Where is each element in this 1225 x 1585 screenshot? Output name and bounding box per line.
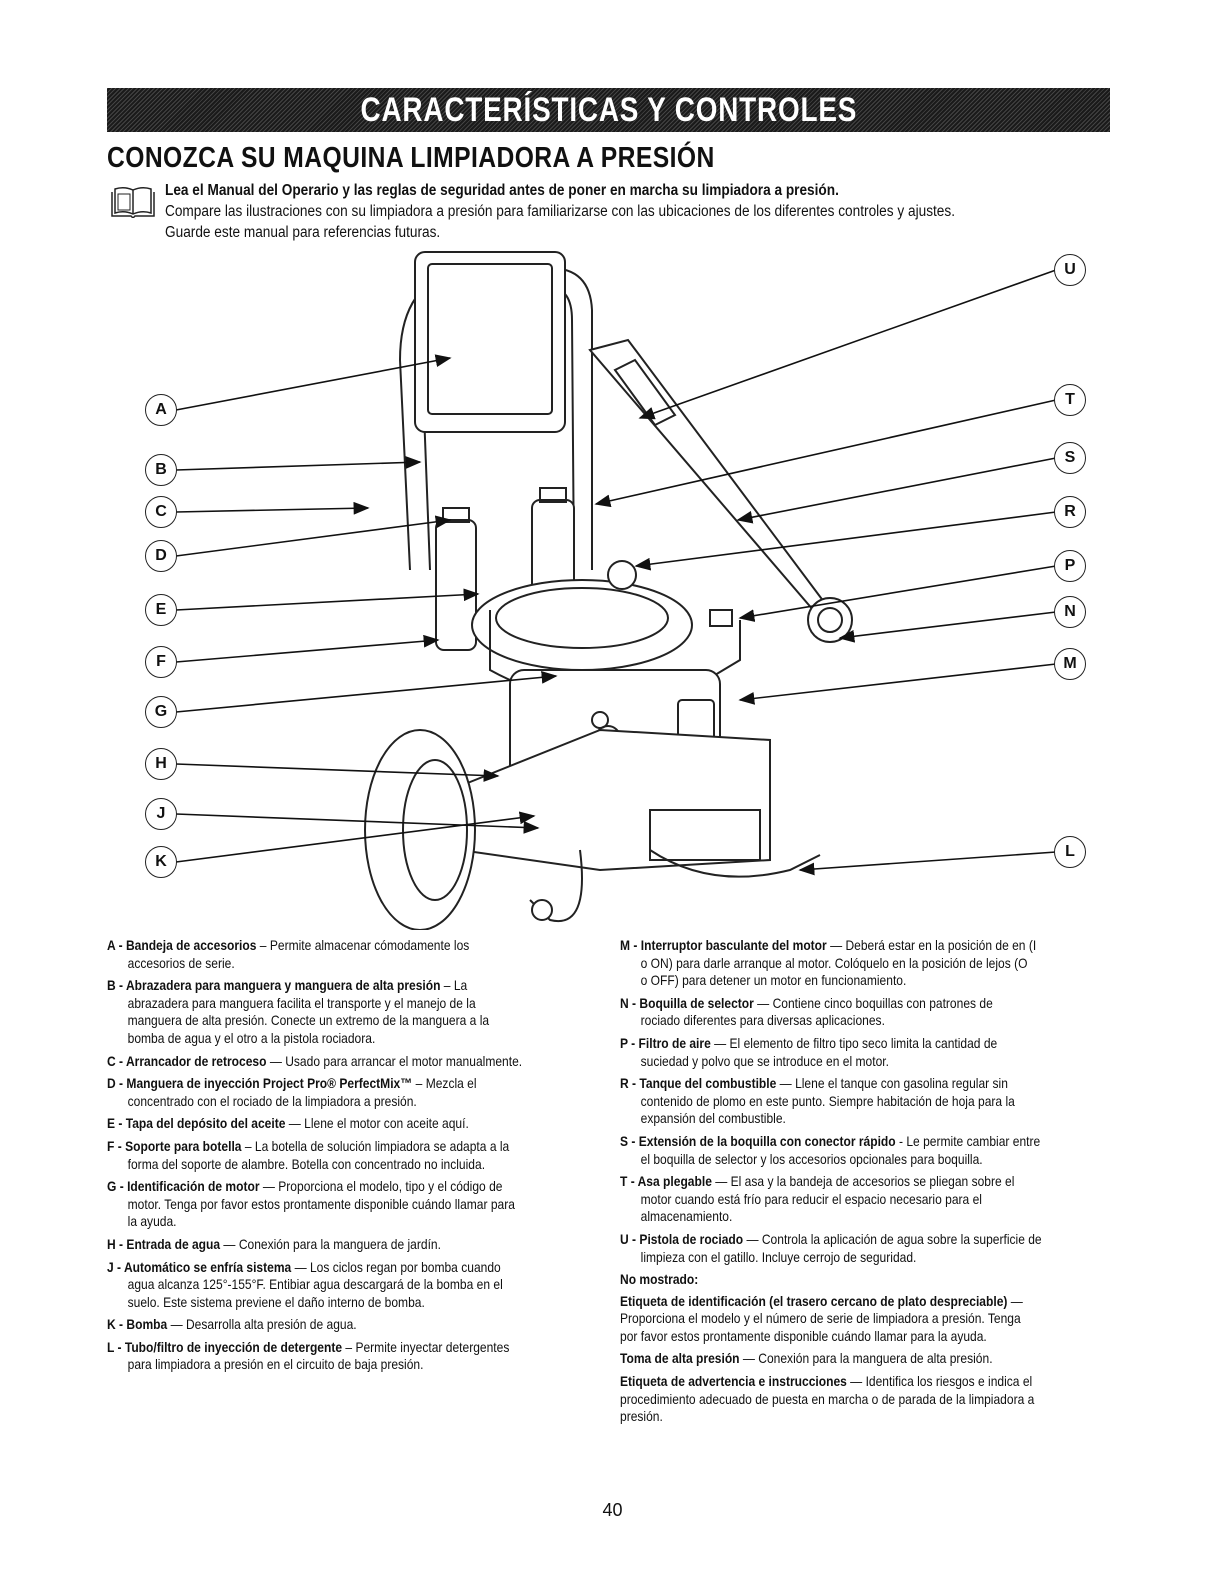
description-d: D - Manguera de inyección Project Pro® P… [107,1075,592,1110]
description-e: E - Tapa del depósito del aceite — Llene… [107,1115,592,1133]
description-g: G - Identificación de motor — Proporcion… [107,1178,592,1231]
description-k: K - Bomba — Desarrolla alta presión de a… [107,1316,592,1334]
callout-e: E [145,594,177,626]
callout-k: K [145,846,177,878]
callout-n: N [1054,596,1086,628]
not-shown-item-warning-label: Etiqueta de advertencia e instrucciones … [620,1373,1110,1426]
callout-u: U [1054,254,1086,286]
callout-r: R [1054,496,1086,528]
description-u: U - Pistola de rociado — Controla la apl… [620,1231,1110,1266]
description-n: N - Boquilla de selector — Contiene cinc… [620,995,1110,1030]
description-p: P - Filtro de aire — El elemento de filt… [620,1035,1110,1070]
callout-t: T [1054,384,1086,416]
callout-l: L [1054,836,1086,868]
description-t: T - Asa plegable — El asa y la bandeja d… [620,1173,1110,1226]
description-j: J - Automático se enfría sistema — Los c… [107,1259,592,1312]
not-shown-heading: No mostrado: [620,1271,1041,1289]
callout-c: C [145,496,177,528]
page-number: 40 [0,1500,1225,1521]
description-s: S - Extensión de la boquilla con conecto… [620,1133,1110,1168]
descriptions-right-column: M - Interruptor basculante del motor — D… [620,937,1110,1431]
description-b: B - Abrazadera para manguera y manguera … [107,977,592,1047]
callout-j: J [145,798,177,830]
callout-g: G [145,696,177,728]
descriptions-left-column: A - Bandeja de accesorios – Permite alma… [107,937,592,1379]
callout-b: B [145,454,177,486]
callout-h: H [145,748,177,780]
description-h: H - Entrada de agua — Conexión para la m… [107,1236,592,1254]
description-f: F - Soporte para botella – La botella de… [107,1138,592,1173]
callout-d: D [145,540,177,572]
description-m: M - Interruptor basculante del motor — D… [620,937,1110,990]
description-l: L - Tubo/filtro de inyección de detergen… [107,1339,592,1374]
callout-s: S [1054,442,1086,474]
description-a: A - Bandeja de accesorios – Permite alma… [107,937,592,972]
callout-m: M [1054,648,1086,680]
callout-p: P [1054,550,1086,582]
callout-a: A [145,394,177,426]
callout-f: F [145,646,177,678]
description-c: C - Arrancador de retroceso — Usado para… [107,1053,592,1071]
not-shown-item-id-label: Etiqueta de identificación (el trasero c… [620,1293,1110,1346]
description-r: R - Tanque del combustible — Llene el ta… [620,1075,1110,1128]
not-shown-item-outlet: Toma de alta presión — Conexión para la … [620,1350,1110,1368]
